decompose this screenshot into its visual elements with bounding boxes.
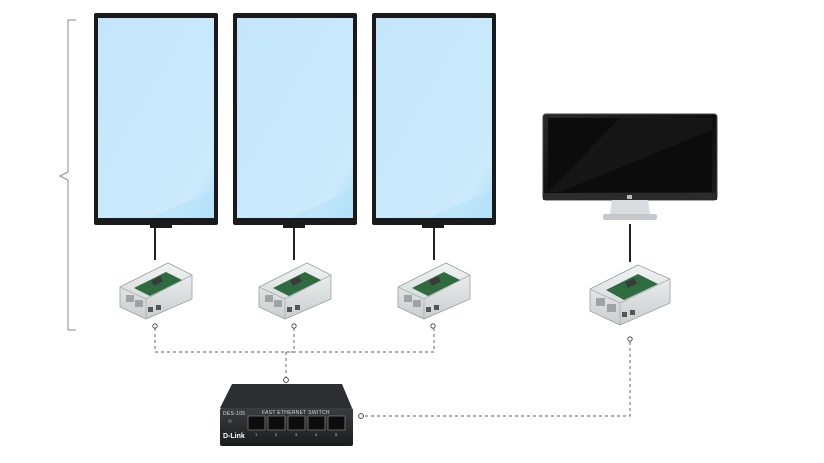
raspberry-pi-4 — [589, 264, 671, 342]
cable-pi3 — [286, 328, 435, 353]
switch-brand: D-Link — [223, 433, 245, 440]
port-label-2: 2 — [275, 432, 278, 437]
port-label-1: 1 — [255, 432, 258, 437]
port-label-3: 3 — [295, 432, 298, 437]
cable-pi2 — [286, 328, 295, 353]
switch-model: DES-105 — [223, 411, 246, 417]
portrait-display-2 — [233, 13, 357, 260]
raspberry-pi-1 — [119, 262, 193, 329]
cable-pi4 — [362, 342, 631, 417]
raspberry-pi-2 — [258, 262, 332, 329]
switch-label: FAST ETHERNET SWITCH — [262, 410, 330, 416]
portrait-display-1 — [94, 13, 218, 260]
port-label-5: 5 — [335, 432, 338, 437]
ethernet-switch — [220, 384, 353, 446]
portrait-display-3 — [372, 13, 496, 260]
desktop-monitor — [542, 113, 718, 262]
group-bracket — [58, 19, 76, 331]
cable-pi1 — [154, 328, 286, 353]
raspberry-pi-3 — [397, 262, 471, 329]
port-label-4: 4 — [315, 432, 318, 437]
network-cables — [154, 328, 631, 417]
